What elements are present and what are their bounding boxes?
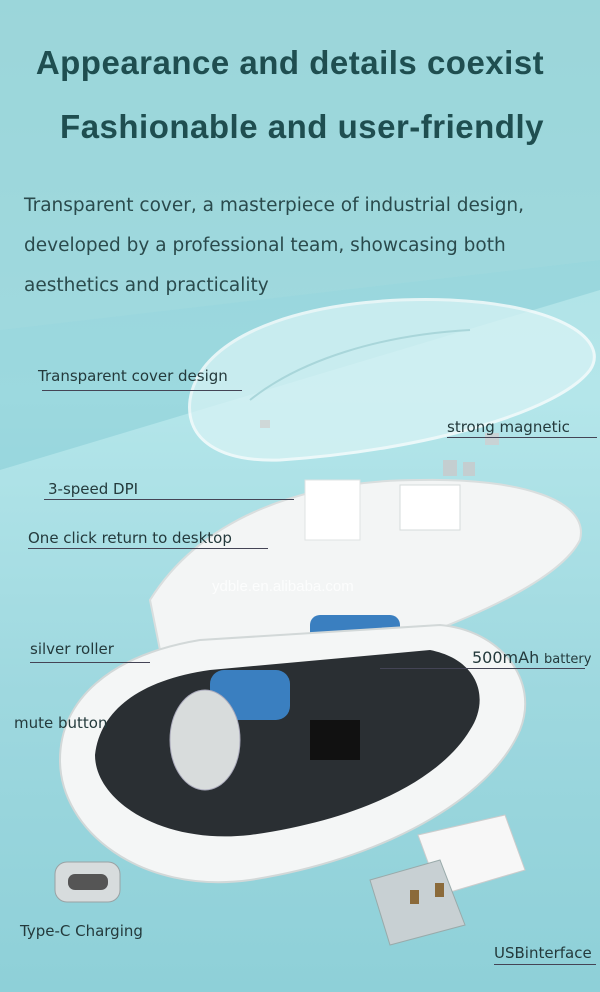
callout-line [44,499,294,500]
headline: Appearance and details coexist [35,44,545,81]
callout-mute: mute button [14,714,108,732]
usb-receiver [369,814,526,946]
callout-line [380,668,585,669]
callout-line [30,662,150,663]
magnet-icon [485,433,499,445]
callout-cover: Transparent cover design [38,367,228,385]
description: Transparent cover, a masterpiece of indu… [24,195,525,296]
callout-roller: silver roller [30,640,114,658]
callout-line [28,548,268,549]
callout-battery: 500mAh battery [472,648,591,667]
battery-capacity: 500mAh [472,648,540,667]
callout-line [447,437,597,438]
background-band [0,0,600,330]
battery-word: battery [544,652,592,667]
inner-frame [148,478,582,674]
callout-line [494,964,596,965]
callout-desktop: One click return to desktop [28,529,232,547]
watermark: ydble.en.alibaba.com [212,578,354,595]
transparent-cover [188,298,596,462]
callout-magnetic: strong magnetic [447,418,570,436]
callout-dpi: 3-speed DPI [48,480,139,498]
silver-roller [169,689,241,791]
type-c-port [54,861,121,903]
callout-line [42,390,242,391]
subheadline: Fashionable and user-friendly [60,108,544,145]
callout-typec: Type-C Charging [20,922,143,940]
callout-usb: USBinterface [494,944,592,962]
mouse-base [58,623,527,884]
